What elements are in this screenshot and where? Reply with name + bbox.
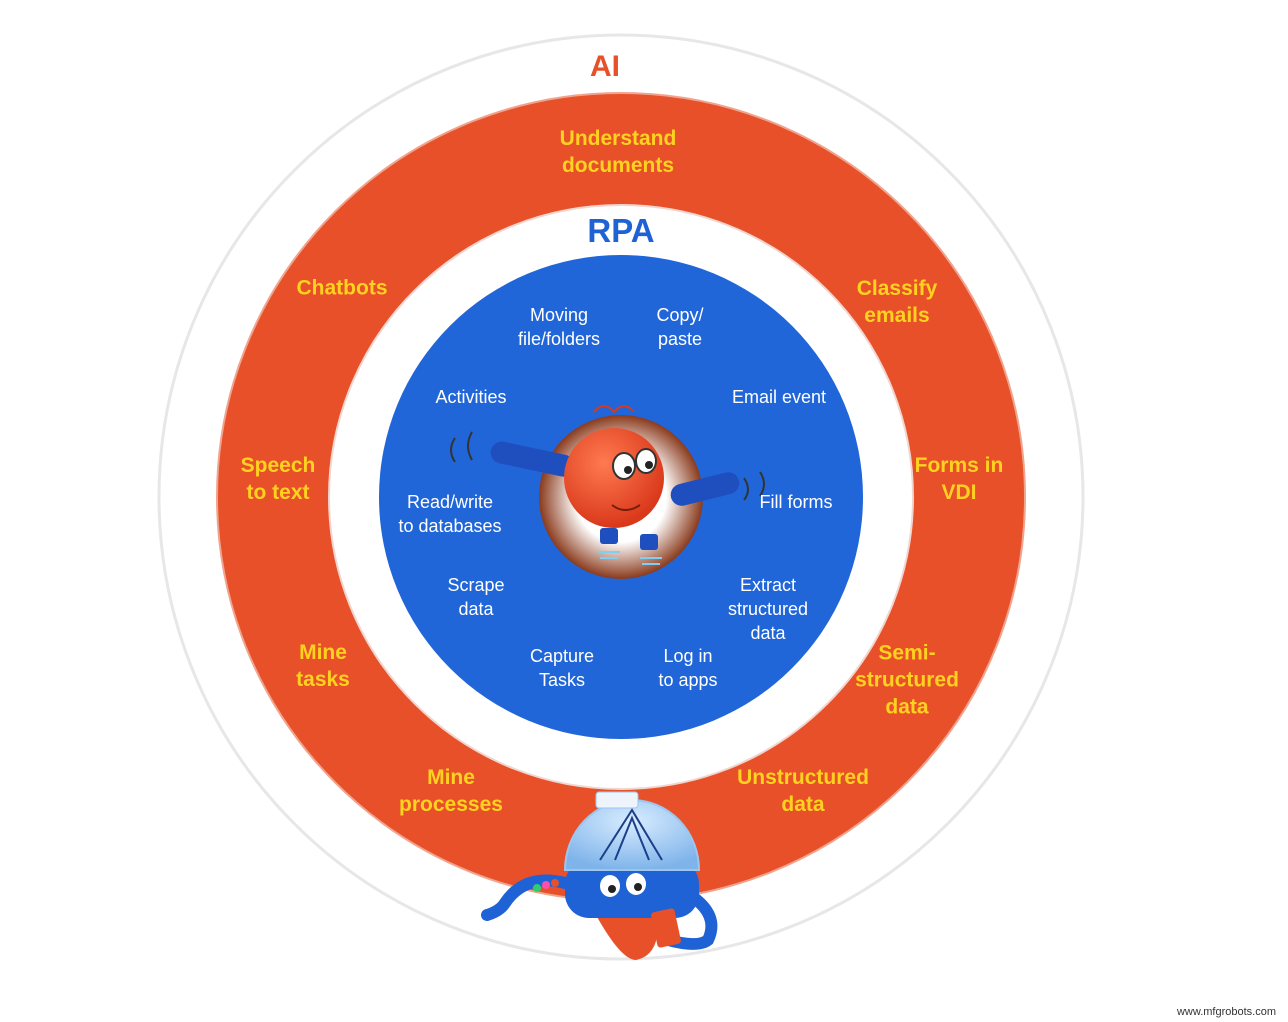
rpa-item-log-in-to-apps: Log in to apps <box>658 646 718 690</box>
rpa-item-activities: Activities <box>435 387 507 407</box>
watermark: www.mfgrobots.com <box>1176 1006 1276 1018</box>
ai-item-mine-tasks: Mine tasks <box>296 641 350 691</box>
ai-ring-title: AI <box>590 50 620 83</box>
rpa-item-scrape-data: Scrape data <box>447 575 505 619</box>
rpa-item-capture-tasks: Capture Tasks <box>529 646 595 690</box>
red-robot-mascot-icon <box>450 405 765 565</box>
ai-item-mine-processes: Mine processes <box>399 766 503 816</box>
ai-item-chatbots: Chatbots <box>296 276 388 300</box>
ai-item-understand-documents: Understand documents <box>559 127 677 177</box>
rpa-item-read-write-databases: Read/write to databases <box>398 492 502 536</box>
rpa-item-moving-files: Moving file/folders <box>517 305 601 349</box>
rpa-item-fill-forms: Fill forms <box>759 492 833 512</box>
ai-item-semi-structured-data: Semi- structured data <box>855 641 959 719</box>
rpa-item-extract-structured-data: Extract structured data <box>727 575 809 643</box>
blue-robot-mascot-icon <box>481 791 718 960</box>
ai-item-unstructured-data: Unstructured data <box>737 766 869 816</box>
ai-item-classify-emails: Classify emails <box>856 277 938 327</box>
ai-item-speech-to-text: Speech to text <box>240 454 316 504</box>
rpa-item-copy-paste: Copy/ paste <box>656 305 704 349</box>
rpa-item-email-event: Email event <box>731 387 827 407</box>
ai-item-forms-in-vdi: Forms in VDI <box>914 454 1004 504</box>
rpa-core-title: RPA <box>587 212 655 249</box>
